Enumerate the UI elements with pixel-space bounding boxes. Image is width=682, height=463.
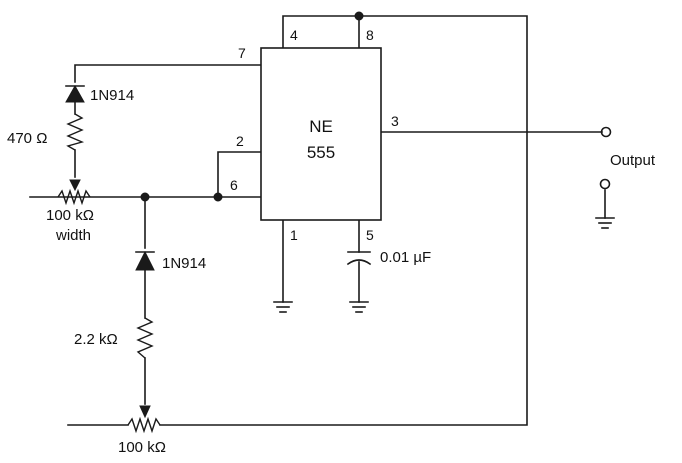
diode-top-symbol: [65, 84, 85, 103]
ground-output-icon: [595, 217, 615, 229]
resistor-2k2-symbol: [136, 317, 154, 359]
junction-dot-top: [354, 11, 364, 21]
pin-2-label: 2: [236, 133, 244, 149]
pin-8-label: 8: [366, 27, 374, 43]
pin-7-label: 7: [238, 45, 246, 61]
capacitor-symbol: [346, 251, 372, 266]
capacitor-label: 0.01 µF: [380, 249, 431, 266]
wire-pin2: [217, 151, 262, 198]
diode-bottom-symbol: [135, 250, 155, 271]
chip-label-555: 555: [307, 143, 335, 162]
diode-top-label: 1N914: [90, 87, 134, 104]
pot-bottom-label: 100 kΩ: [118, 439, 166, 456]
pot-top-symbol: [57, 188, 91, 206]
pin-4-label: 4: [290, 27, 298, 43]
pot-top-sublabel: width: [55, 227, 91, 244]
pin-6-label: 6: [230, 177, 238, 193]
pin-5-label: 5: [366, 227, 374, 243]
junction-dot-lower-branch: [140, 192, 150, 202]
ground-cap-icon: [349, 301, 369, 313]
diode-bottom-label: 1N914: [162, 255, 206, 272]
pin-3-label: 3: [391, 113, 399, 129]
resistor-2k2-label: 2.2 kΩ: [74, 331, 118, 348]
output-terminal-ground: [599, 178, 611, 190]
output-label: Output: [610, 152, 656, 169]
resistor-470-label: 470 Ω: [7, 130, 47, 147]
ne555-chip: [260, 47, 382, 221]
output-terminal-signal: [600, 126, 612, 138]
pot-top-label: 100 kΩ: [46, 207, 94, 224]
chip-label-ne: NE: [309, 117, 333, 136]
pin-1-label: 1: [290, 227, 298, 243]
pot-bottom-wiper: [139, 405, 151, 419]
wire-pin7: [74, 64, 262, 83]
junction-dot-pin6: [213, 192, 223, 202]
wire-pin4-pin8: [159, 15, 528, 426]
pot-top-wiper: [69, 179, 81, 192]
ground-pin1-icon: [273, 301, 293, 313]
resistor-470-symbol: [66, 113, 85, 151]
pot-bottom-symbol: [127, 416, 161, 434]
